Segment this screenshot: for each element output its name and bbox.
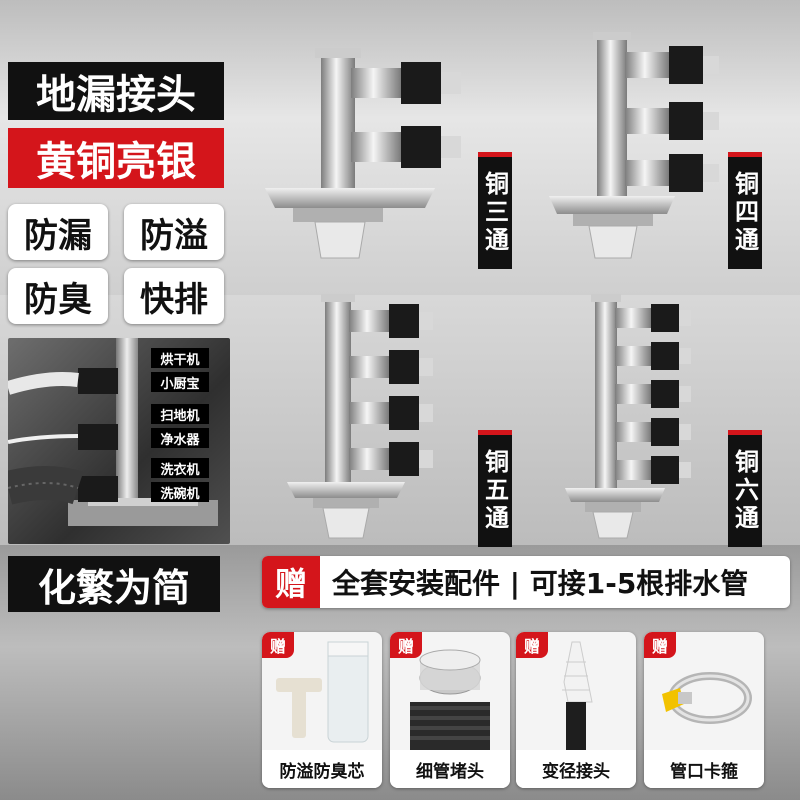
usage-photo: 烘干机 小厨宝 扫地机 净水器 洗衣机 洗碗机 (8, 338, 230, 544)
usage-tag-robot-vacuum: 扫地机 (151, 404, 209, 424)
feature-chip-odor: 防臭 (8, 268, 108, 324)
slogan: 化繁为简 (8, 556, 220, 612)
six-way-fitting-illustration (565, 294, 691, 539)
feature-chip-fast-drain: 快排 (124, 268, 224, 324)
usage-tag-water-purifier: 净水器 (151, 428, 209, 448)
usage-tag-dishwasher: 洗碗机 (151, 482, 209, 502)
promo-banner: 赠 全套安装配件 | 可接1-5根排水管 (262, 556, 790, 608)
accessory-card-reducer: 赠 变径接头 (516, 632, 636, 788)
usage-tag-water-heater: 小厨宝 (151, 372, 209, 392)
gift-tag: 赠 (262, 632, 294, 658)
hose-clamp-icon (662, 672, 752, 724)
product-label-six-way: 铜六通 (728, 430, 762, 547)
product-label-five-way: 铜五通 (478, 430, 512, 547)
accessory-card-pipe-plug: 赠 细管堵头 (390, 632, 510, 788)
accessory-name: 管口卡箍 (644, 750, 764, 788)
accessory-card-hose-clamp: 赠 管口卡箍 (644, 632, 764, 788)
usage-illustration (8, 338, 218, 526)
accessory-name: 变径接头 (516, 750, 636, 788)
product-label-four-way: 铜四通 (728, 152, 762, 269)
headline-title: 地漏接头 (8, 62, 224, 120)
five-way-fitting-illustration (287, 294, 433, 539)
accessory-name: 防溢防臭芯 (262, 750, 382, 788)
three-way-fitting-illustration (265, 48, 461, 259)
feature-chip-overflow: 防溢 (124, 204, 224, 260)
gift-tag: 赠 (644, 632, 676, 658)
reducer-connector-icon (562, 641, 593, 750)
usage-tag-dryer: 烘干机 (151, 348, 209, 368)
usage-tag-washing-machine: 洗衣机 (151, 458, 209, 478)
gift-tag: 赠 (516, 632, 548, 658)
anti-odor-core-icon (276, 641, 369, 743)
accessory-card-anti-odor-core: 赠 防溢防臭芯 (262, 632, 382, 788)
headline-material: 黄铜亮银 (8, 128, 224, 188)
promo-text: 全套安装配件 | 可接1-5根排水管 (332, 567, 749, 600)
promo-gift-badge: 赠 (262, 556, 320, 608)
four-way-fitting-illustration (549, 32, 719, 259)
feature-chip-leakproof: 防漏 (8, 204, 108, 260)
accessory-name: 细管堵头 (390, 750, 510, 788)
pipe-plug-icon (410, 649, 490, 750)
product-label-three-way: 铜三通 (478, 152, 512, 269)
gift-tag: 赠 (390, 632, 422, 658)
